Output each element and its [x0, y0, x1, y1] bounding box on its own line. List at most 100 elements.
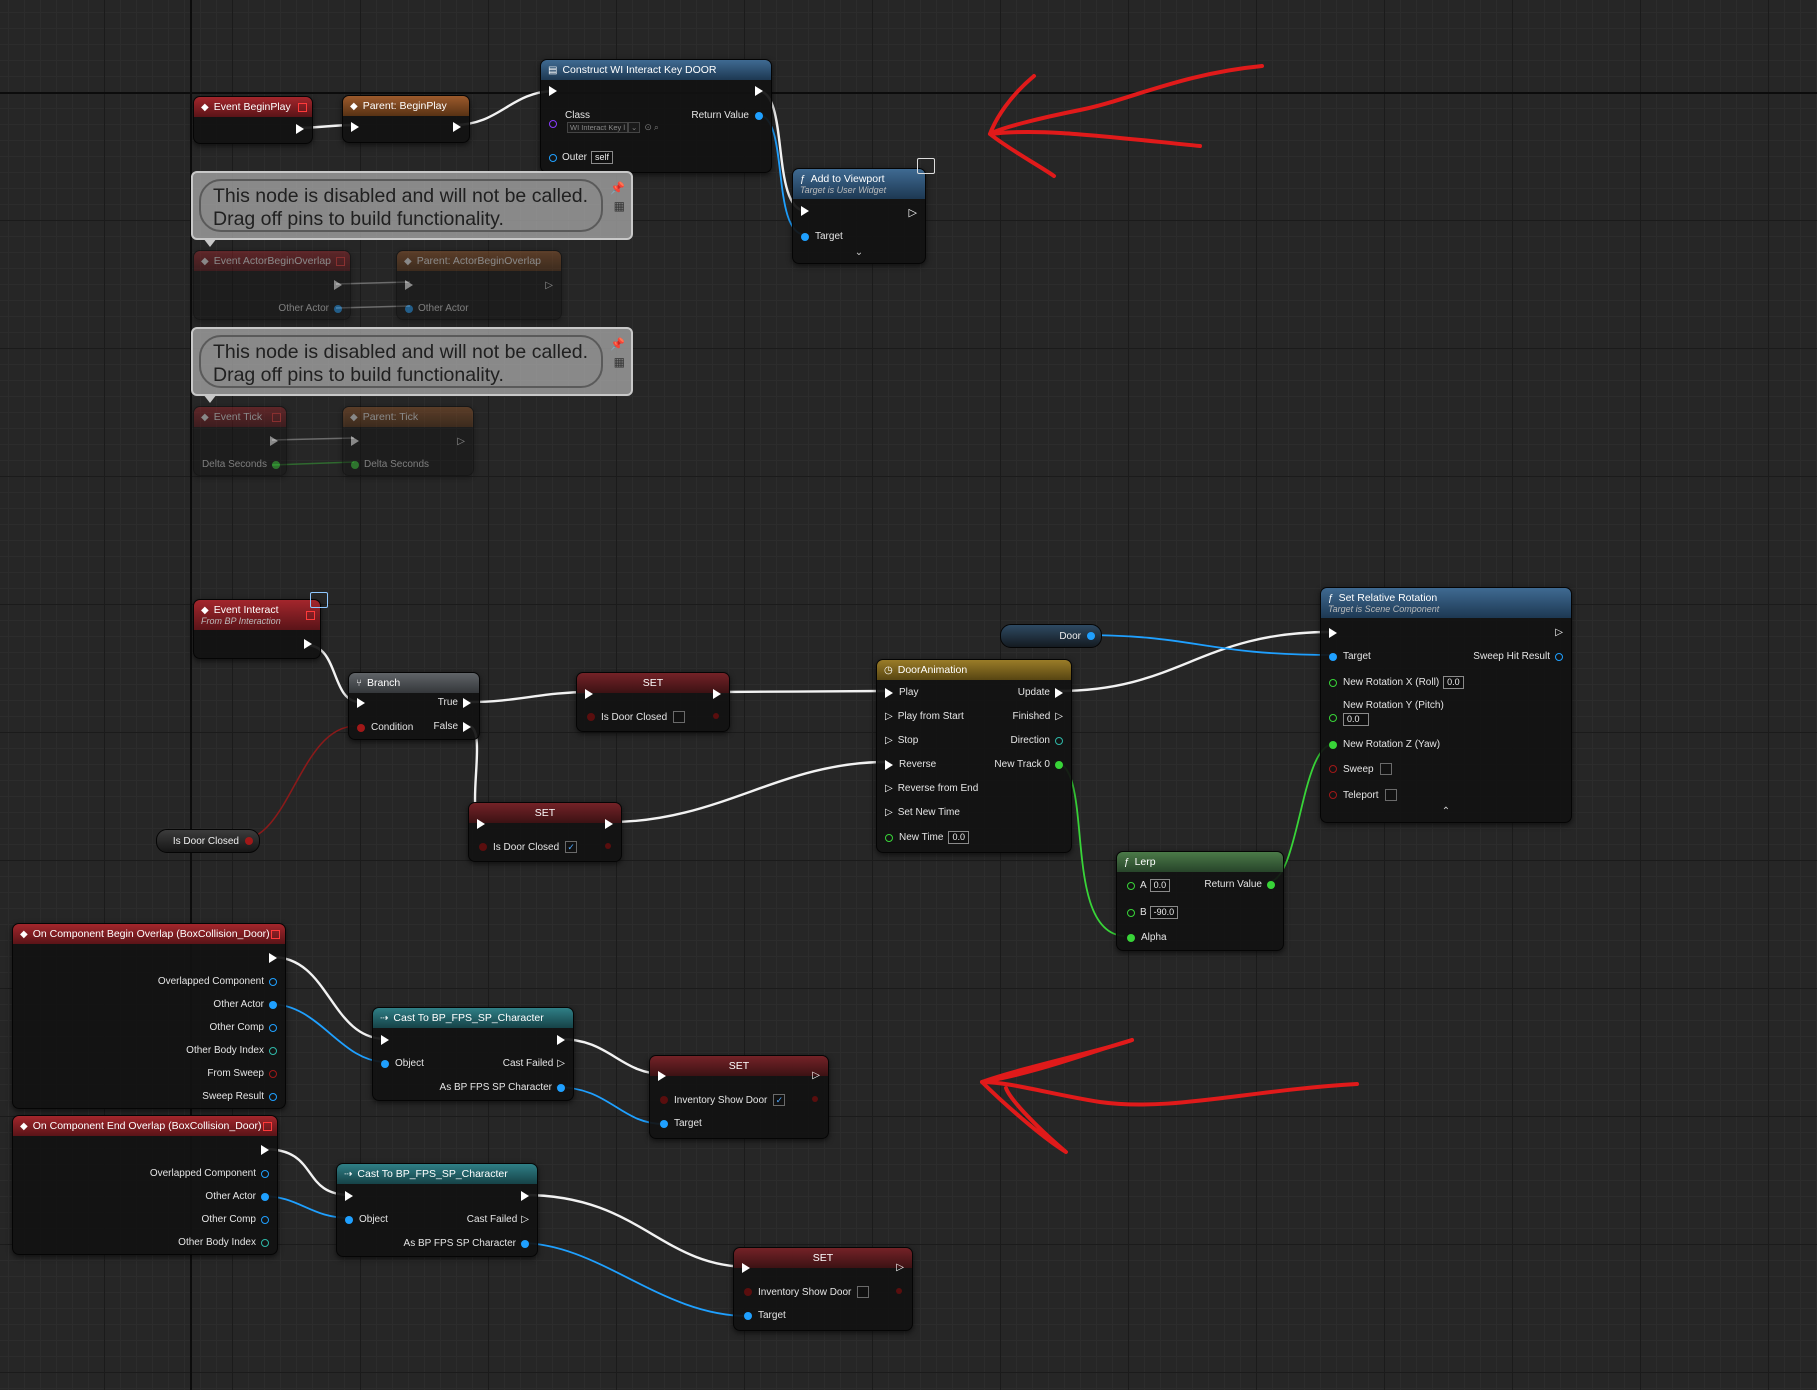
other-comp-pin[interactable]: Other Comp [202, 1214, 269, 1225]
reverse-from-end-pin[interactable]: ▷Reverse from End [885, 783, 979, 794]
node-door-animation-timeline[interactable]: ◷DoorAnimation Play ▷Play from Start ▷St… [876, 659, 1072, 853]
node-event-begin-play[interactable]: ◆Event BeginPlay [193, 96, 313, 144]
node-get-is-door-closed[interactable]: Is Door Closed [156, 829, 260, 853]
exec-out-pin[interactable] [261, 1145, 269, 1155]
exec-in-pin[interactable] [801, 206, 809, 216]
exec-out-pin[interactable] [334, 280, 342, 290]
details-icon[interactable]: ▦ [613, 355, 625, 369]
exec-in-pin[interactable] [742, 1263, 750, 1273]
exec-out-pin[interactable] [713, 689, 721, 699]
other-body-index-pin[interactable]: Other Body Index [178, 1237, 269, 1248]
node-cast-to-character-2[interactable]: ⇢Cast To BP_FPS_SP_Character Object Cast… [336, 1163, 538, 1257]
bool-out-pin[interactable] [713, 713, 719, 719]
exec-out-pin[interactable]: ▷ [457, 436, 465, 447]
exec-out-pin[interactable] [269, 953, 277, 963]
is-door-closed-input[interactable]: Is Door Closed [587, 711, 686, 723]
b-value[interactable]: -90.0 [1149, 906, 1179, 919]
as-character-pin[interactable]: As BP FPS SP Character [440, 1082, 565, 1093]
exec-in-pin[interactable] [585, 689, 593, 699]
node-set-is-door-closed-false[interactable]: SET Is Door Closed [576, 672, 730, 732]
output-delegate-icon[interactable] [298, 103, 307, 112]
node-set-inventory-show-door-false[interactable]: SET ▷ Inventory Show Door Target [733, 1247, 913, 1331]
chevron-up-icon[interactable]: ⌃ [1441, 806, 1451, 817]
new-rotation-z-pin[interactable]: New Rotation Z (Yaw) [1329, 739, 1440, 750]
node-branch[interactable]: ⑂Branch True Condition False [348, 672, 480, 740]
overlapped-component-pin[interactable]: Overlapped Component [158, 976, 277, 987]
target-pin[interactable]: Target [801, 231, 843, 242]
search-icon[interactable]: ⌕ [653, 122, 659, 132]
bool-out-pin[interactable] [605, 843, 611, 849]
other-actor-pin[interactable]: Other Actor [405, 303, 469, 314]
is-door-closed-input[interactable]: Is Door Closed✓ [479, 841, 578, 853]
object-pin[interactable]: Object [381, 1058, 424, 1069]
inventory-show-door-input[interactable]: Inventory Show Door [744, 1286, 870, 1298]
target-pin[interactable]: Target [660, 1118, 702, 1129]
node-parent-actor-begin-overlap[interactable]: ◆Parent: ActorBeginOverlap ▷ Other Actor [396, 250, 562, 320]
set-new-time-pin[interactable]: ▷Set New Time [885, 807, 960, 818]
output-delegate-icon[interactable] [263, 1122, 272, 1131]
other-actor-pin[interactable]: Other Actor [205, 1191, 269, 1202]
exec-in-pin[interactable] [658, 1071, 666, 1081]
sweep-hit-result-pin[interactable]: Sweep Hit Result [1473, 651, 1563, 662]
outer-value[interactable]: self [591, 151, 614, 164]
node-on-component-begin-overlap[interactable]: ◆On Component Begin Overlap (BoxCollisio… [12, 923, 286, 1109]
exec-out-pin[interactable] [453, 122, 461, 132]
exec-out-pin[interactable]: ▷ [545, 280, 553, 291]
delta-seconds-pin[interactable]: Delta Seconds [202, 459, 280, 470]
a-value[interactable]: 0.0 [1149, 879, 1171, 892]
exec-out-pin[interactable] [605, 819, 613, 829]
cast-failed-pin[interactable]: Cast Failed▷ [466, 1214, 529, 1225]
rotation-x-value[interactable]: 0.0 [1443, 676, 1464, 689]
teleport-checkbox[interactable] [1384, 789, 1397, 801]
exec-in-pin[interactable] [381, 1035, 389, 1045]
sweep-result-pin[interactable]: Sweep Result [202, 1091, 277, 1102]
exec-in-pin[interactable] [357, 698, 365, 708]
return-value-pin[interactable]: Return Value [1204, 879, 1275, 890]
node-parent-begin-play[interactable]: ◆Parent: BeginPlay [342, 95, 470, 143]
exec-out-pin[interactable] [557, 1035, 565, 1045]
node-get-door[interactable]: Door [1000, 624, 1102, 648]
node-on-component-end-overlap[interactable]: ◆On Component End Overlap (BoxCollision_… [12, 1115, 278, 1255]
b-pin[interactable]: B-90.0 [1127, 906, 1179, 919]
node-event-actor-begin-overlap[interactable]: ◆Event ActorBeginOverlap Other Actor [193, 250, 351, 320]
exec-in-pin[interactable] [351, 122, 359, 132]
exec-in-pin[interactable] [405, 280, 413, 290]
as-character-pin[interactable]: As BP FPS SP Character [404, 1238, 529, 1249]
other-comp-pin[interactable]: Other Comp [210, 1022, 277, 1033]
node-event-tick[interactable]: ◆Event Tick Delta Seconds [193, 406, 287, 476]
inventory-show-door-checkbox[interactable]: ✓ [773, 1094, 786, 1106]
play-pin[interactable]: Play [885, 687, 918, 698]
browse-icon[interactable]: ⊙ [644, 122, 652, 132]
exec-out-pin[interactable]: ▷ [908, 207, 917, 219]
exec-out-pin[interactable]: ▷ [812, 1070, 820, 1081]
other-actor-pin[interactable]: Other Actor [278, 303, 342, 314]
class-select[interactable]: WI Interact Key l⌄⊙⌕ [567, 122, 659, 133]
new-track-0-pin[interactable]: New Track 0 [994, 759, 1063, 770]
exec-out-pin[interactable]: ▷ [1555, 627, 1563, 638]
bool-out-pin[interactable] [245, 837, 253, 845]
exec-in-pin[interactable] [351, 436, 359, 446]
exec-out-pin[interactable] [270, 436, 278, 446]
exec-in-pin[interactable] [549, 86, 557, 96]
node-set-is-door-closed-true[interactable]: SET Is Door Closed✓ [468, 802, 622, 862]
exec-in-pin[interactable] [1329, 628, 1337, 638]
target-pin[interactable]: Target [744, 1310, 786, 1321]
is-door-closed-checkbox[interactable] [673, 711, 686, 723]
new-rotation-x-pin[interactable]: New Rotation X (Roll)0.0 [1329, 676, 1464, 689]
other-actor-pin[interactable]: Other Actor [213, 999, 277, 1010]
teleport-pin[interactable]: Teleport [1329, 789, 1397, 801]
inventory-show-door-checkbox[interactable] [857, 1286, 870, 1298]
exec-out-pin[interactable] [755, 86, 763, 96]
exec-out-pin[interactable] [521, 1191, 529, 1201]
is-door-closed-checkbox[interactable]: ✓ [565, 841, 578, 853]
node-cast-to-character-1[interactable]: ⇢Cast To BP_FPS_SP_Character Object Cast… [372, 1007, 574, 1101]
object-pin[interactable]: Object [345, 1214, 388, 1225]
exec-out-pin[interactable] [296, 124, 304, 134]
direction-pin[interactable]: Direction [1011, 735, 1063, 746]
